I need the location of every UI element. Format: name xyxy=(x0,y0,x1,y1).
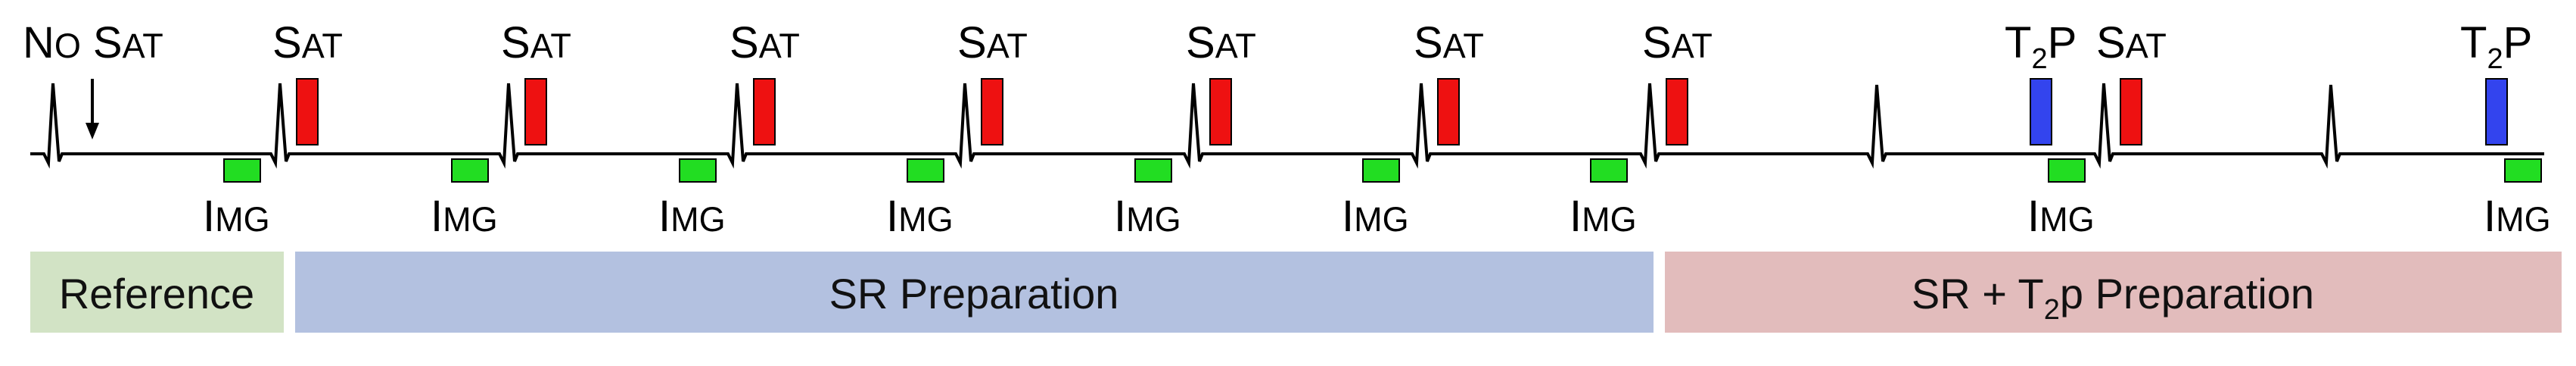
img-label: IMG xyxy=(2027,192,2095,241)
img-block xyxy=(1590,158,1628,183)
sat-label: SAT xyxy=(1642,18,1713,67)
t2p-label: T2P xyxy=(2005,18,2077,75)
sat-pulse xyxy=(1209,78,1232,145)
sat-pulse xyxy=(296,78,319,145)
sat-label: SAT xyxy=(730,18,800,67)
img-block xyxy=(1362,158,1400,183)
img-block xyxy=(2504,158,2542,183)
sat-label: SAT xyxy=(1414,18,1484,67)
img-label: IMG xyxy=(1342,192,1409,241)
sat-pulse xyxy=(524,78,547,145)
img-label: IMG xyxy=(203,192,270,241)
img-block xyxy=(679,158,717,183)
phase-label-sr-t2p: SR + T2p Preparation xyxy=(1912,270,2314,326)
img-block xyxy=(451,158,489,183)
img-label: IMG xyxy=(1570,192,1637,241)
sat-label: SAT xyxy=(957,18,1028,67)
sat-label: SAT xyxy=(272,18,343,67)
phase-label-sr: SR Preparation xyxy=(829,270,1119,318)
t2p-pulse xyxy=(2485,78,2508,145)
sat-pulse xyxy=(1666,78,1688,145)
img-label: IMG xyxy=(431,192,498,241)
img-label: IMG xyxy=(1114,192,1181,241)
t2p-label: T2P xyxy=(2460,18,2532,75)
img-blocks: IMG IMG IMG IMG IMG IMG IMG IMG IMG xyxy=(203,158,2551,241)
no-sat-arrow-head xyxy=(86,123,99,139)
img-label: IMG xyxy=(2484,192,2551,241)
sat-label: SAT xyxy=(501,18,571,67)
phase-label-reference: Reference xyxy=(59,270,254,318)
sat-label: SAT xyxy=(2096,18,2167,67)
sat-pulses: SAT SAT SAT SAT SAT SAT SAT SAT xyxy=(272,18,2167,145)
phase-band-sr-t2p xyxy=(1665,252,2562,333)
img-block xyxy=(907,158,944,183)
img-label: IMG xyxy=(658,192,726,241)
t2p-pulse xyxy=(2030,78,2052,145)
img-block xyxy=(223,158,261,183)
ecg-trace xyxy=(30,83,2544,169)
sat-label: SAT xyxy=(1186,18,1256,67)
sat-pulse xyxy=(1437,78,1460,145)
sat-pulse xyxy=(981,78,1003,145)
sat-pulse xyxy=(2120,78,2142,145)
img-block xyxy=(1134,158,1172,183)
sat-pulse xyxy=(753,78,776,145)
img-block xyxy=(2048,158,2086,183)
img-label: IMG xyxy=(886,192,954,241)
phase-band-reference xyxy=(30,252,284,333)
t2p-pulses: T2P T2P xyxy=(2005,18,2532,145)
phase-band-sr xyxy=(295,252,1654,333)
